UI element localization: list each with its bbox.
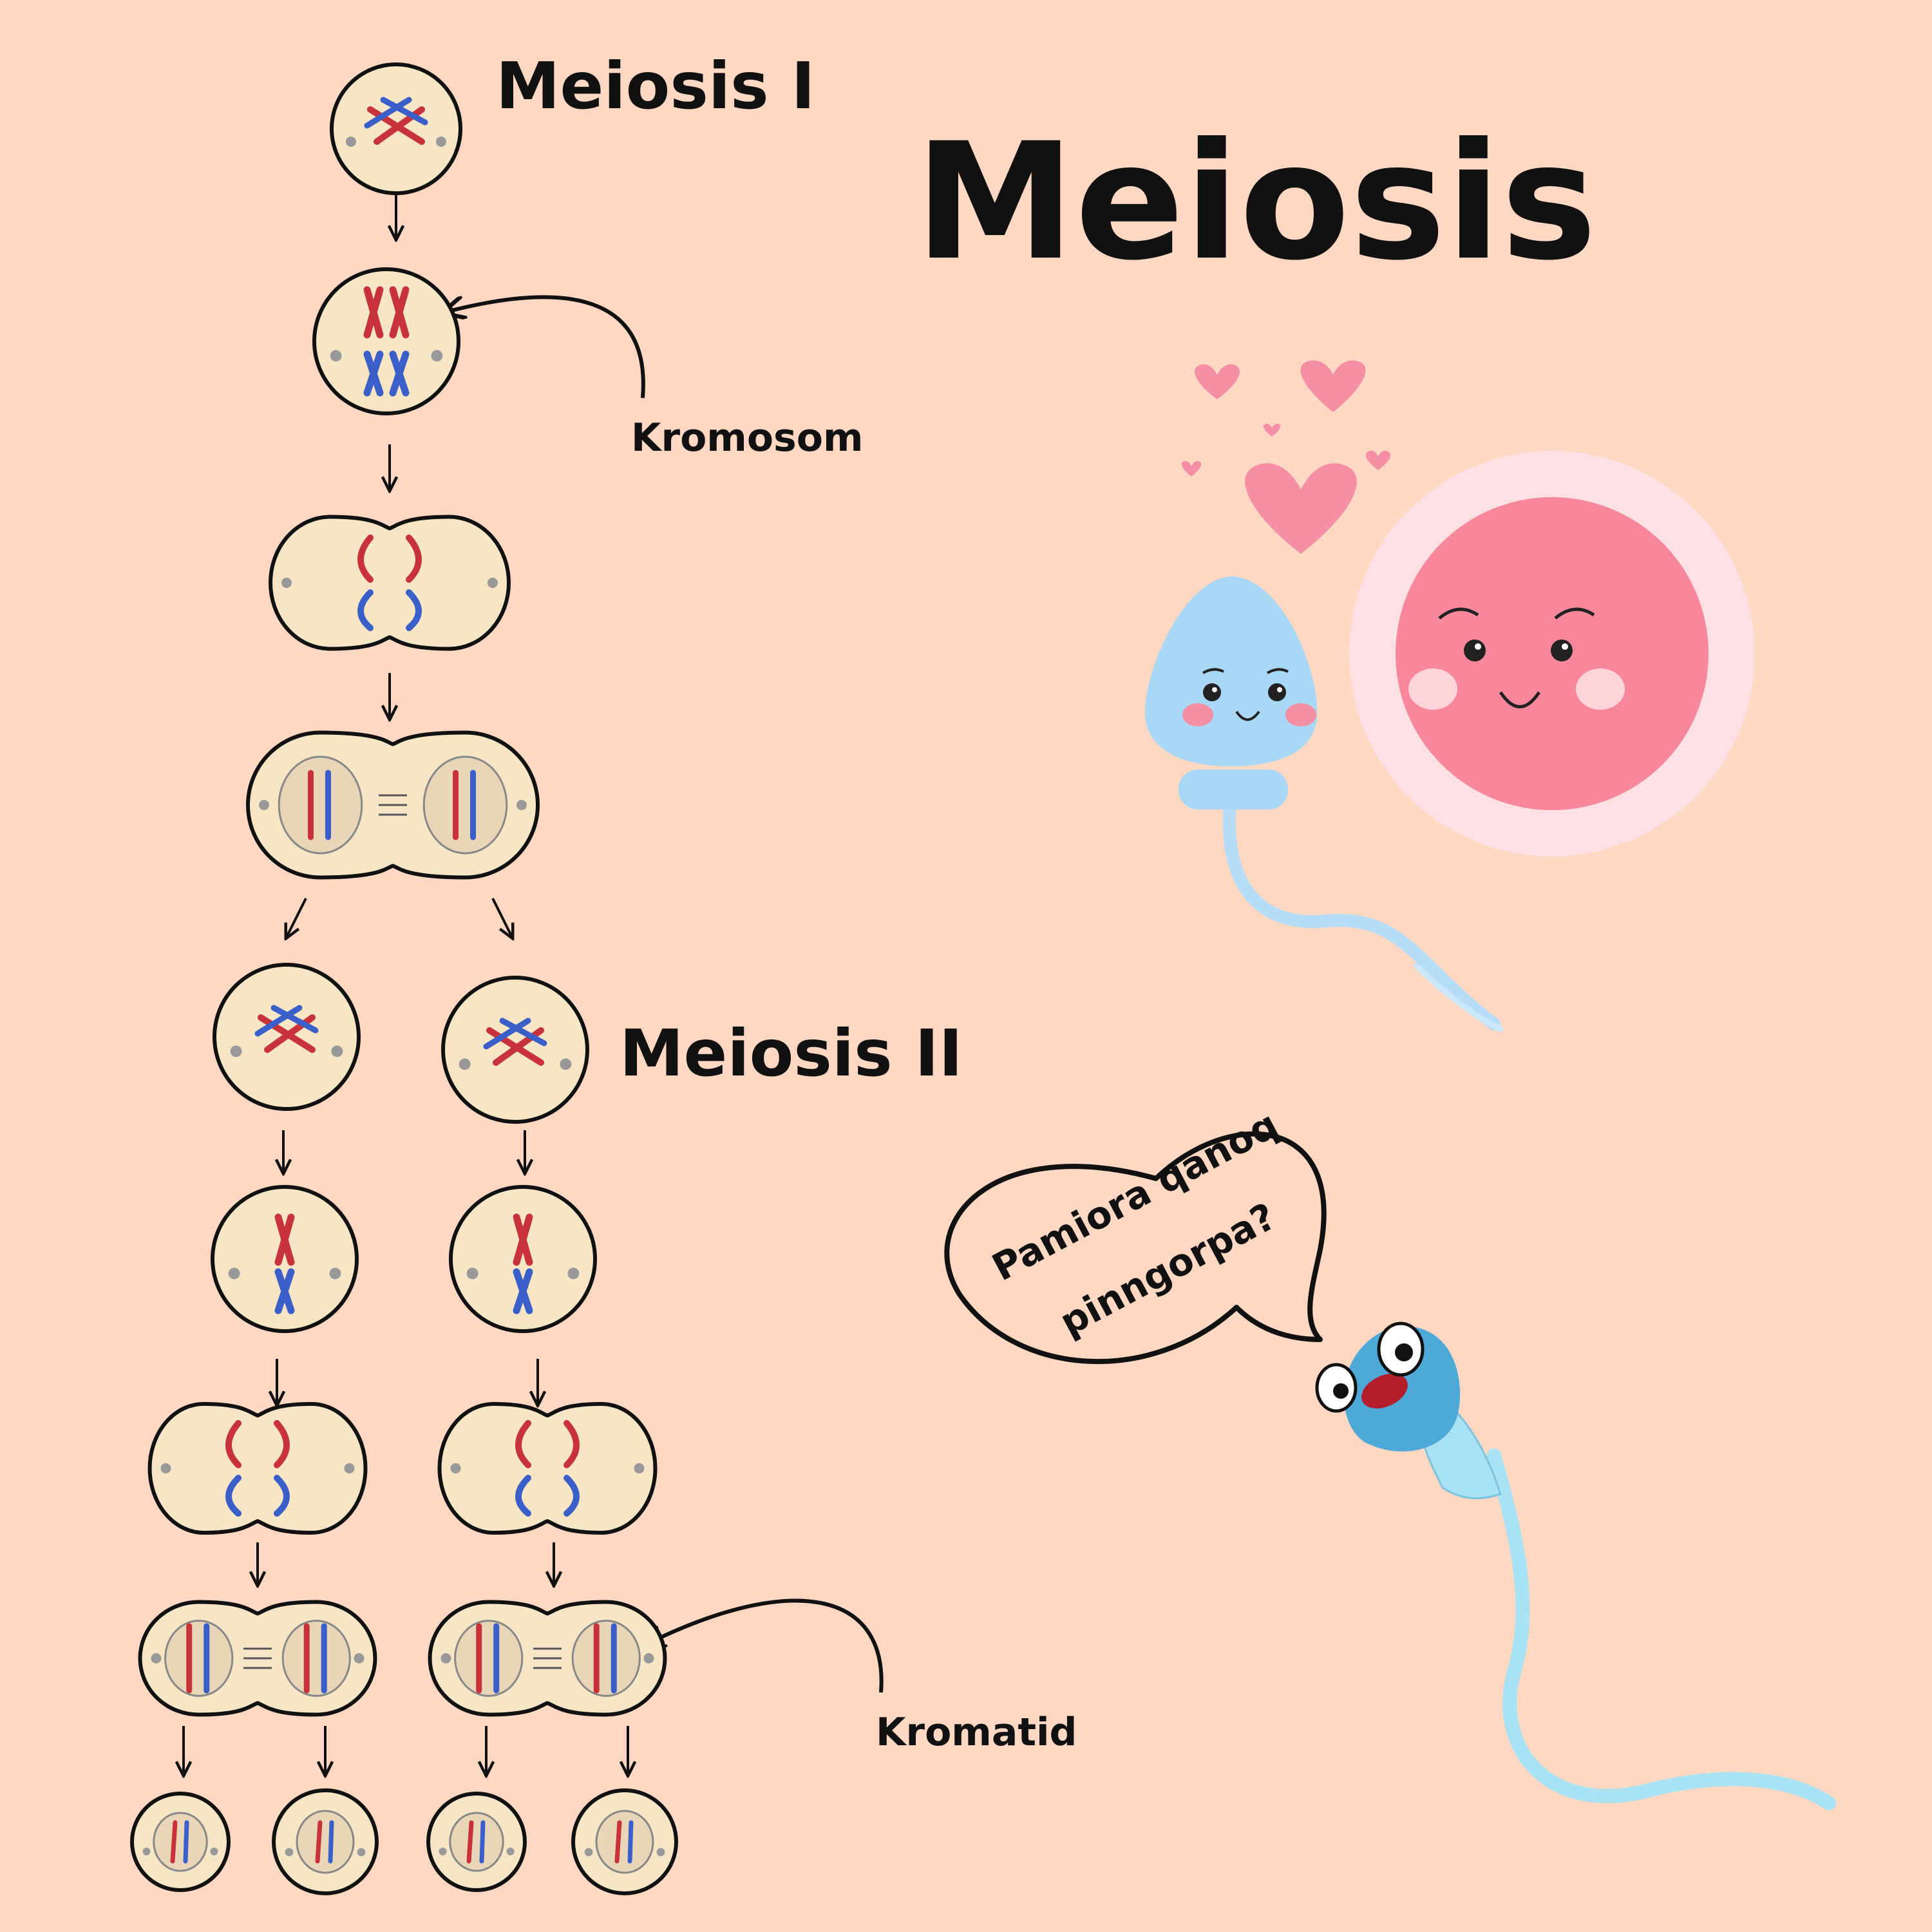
cell-metaphase-1 [312,267,460,415]
stage-label-meiosis-2: Meiosis II [620,1016,963,1091]
cell-telophase-2-right [428,1600,667,1717]
cell-metaphase-2-left [211,1185,359,1333]
page-title: Meiosis [914,108,1596,296]
hearts-group [1181,360,1391,554]
cell-division-sequence [130,62,678,1895]
heart-icon [1365,450,1391,470]
daughter-cell-2 [272,1788,379,1895]
heart-icon [1245,463,1357,554]
sperm-character-1 [1144,576,1504,1032]
daughter-cell-3 [426,1792,527,1892]
down-arrow-icon [491,898,512,937]
daughter-cell-4 [571,1788,678,1895]
chromosome-annotation: Kromosom [631,415,864,460]
cell-telophase-2-left [138,1600,377,1717]
cell-metaphase-2-right [449,1185,597,1333]
sperm-character-2 [1315,1321,1836,1810]
cell-anaphase-1 [269,515,511,651]
heart-icon [1263,423,1281,437]
heart-icon [1181,460,1202,477]
curved-pointer-arrow-icon [644,1598,884,1693]
cell-telophase-1 [246,730,540,880]
chromatid-annotation: Kromatid [876,1710,1077,1755]
speech-bubble[interactable]: Pamiora qanoq pinngorpa? [944,1103,1327,1365]
cell-anaphase-2-left [147,1401,368,1535]
cell-prophase-2-left [213,963,361,1111]
daughter-cell-1 [130,1792,231,1892]
egg-cell-character [1349,451,1755,857]
curved-pointer-arrow-icon [444,295,645,399]
cell-prophase-2-right [441,976,589,1124]
heart-icon [1195,364,1240,399]
stage-label-meiosis-1: Meiosis I [496,48,815,124]
flow-arrows [184,190,628,1774]
heart-icon [1300,360,1366,412]
down-arrow-icon [287,898,307,937]
cell-prophase-1 [330,62,462,195]
cell-anaphase-2-right [437,1401,658,1535]
